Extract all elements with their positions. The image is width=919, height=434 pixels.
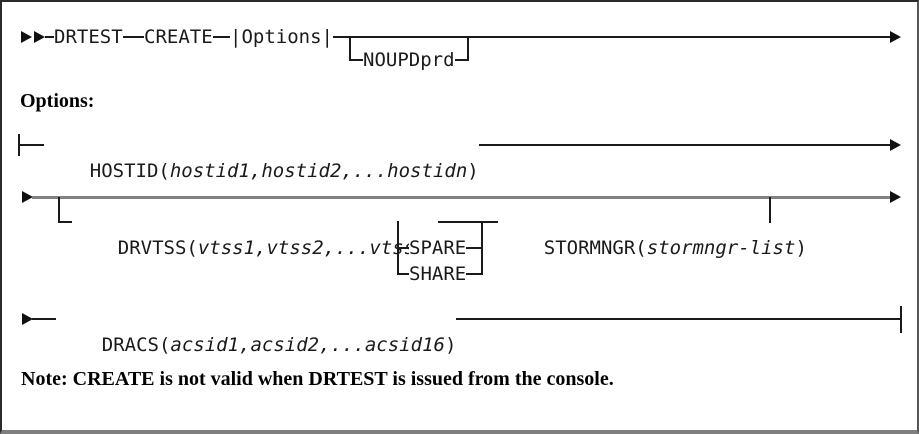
hostid-close: )	[467, 160, 479, 182]
continue-arrow-icon	[890, 31, 901, 43]
row-start-arrow-icon	[22, 313, 33, 325]
keyword-stormngr: STORMNGR(stormngr-list)	[498, 209, 807, 287]
start-arrow-icon	[34, 31, 45, 43]
rail-branch-up	[769, 197, 771, 223]
options-heading: Options:	[20, 89, 95, 113]
stormngr-close: )	[795, 237, 807, 259]
keyword-create: CREATE	[144, 24, 213, 50]
keyword-drtest: DRTEST	[54, 24, 123, 50]
rail-branch-up	[467, 37, 469, 61]
dracs-open: DRACS(	[101, 334, 171, 356]
continue-arrow-icon	[890, 139, 901, 151]
rail-branch-down	[58, 197, 60, 223]
keyword-drvtss: DRVTSS(vtss1,vtss2,...vtssn)	[72, 209, 439, 287]
dracs-args: acsid1,acsid2,...acsid16	[170, 334, 445, 356]
fragment-end-tick	[900, 306, 902, 333]
keyword-share: SHARE	[409, 261, 467, 287]
rail-main-3	[32, 196, 891, 199]
rail-branch-down	[349, 37, 351, 61]
rail-dracs	[32, 318, 902, 320]
keyword-noupdprd: NOUPDprd	[363, 47, 455, 73]
keyword-spare: SPARE	[409, 235, 467, 261]
stormngr-args: stormngr-list	[646, 237, 796, 259]
dracs-close: )	[444, 334, 457, 356]
note-text: Note: CREATE is not valid when DRTEST is…	[21, 367, 614, 391]
fragment-ref-options: |Options|	[230, 24, 333, 50]
drvtss-open: DRVTSS(	[117, 237, 198, 259]
row-start-arrow-icon	[22, 191, 33, 203]
drvtss-args: vtss1,vtss2,...vtssn	[197, 237, 427, 259]
stormngr-open: STORMNGR(	[543, 237, 647, 259]
continue-arrow-icon	[890, 191, 901, 203]
hostid-args: hostid1,hostid2,...hostidn	[169, 160, 468, 182]
hostid-open: HOSTID(	[89, 160, 170, 182]
start-arrow-icon	[21, 31, 32, 43]
